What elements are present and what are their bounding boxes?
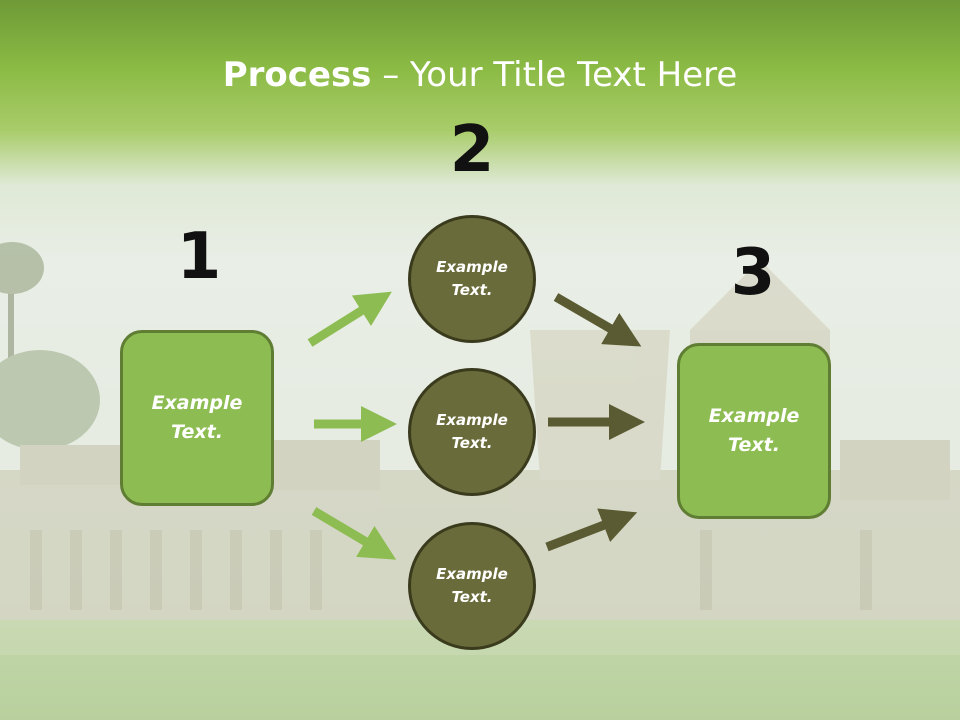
circle-top-label: Example Text.	[436, 258, 508, 299]
circle-bottom-label: Example Text.	[436, 565, 508, 606]
step-number-2: 2	[449, 113, 495, 187]
circle-bottom: Example Text.	[408, 522, 536, 650]
arrow-1-to-circle-top	[307, 291, 392, 347]
circle-middle-label: Example Text.	[436, 411, 508, 452]
step-number-1: 1	[176, 220, 222, 294]
title-rest: – Your Title Text Here	[371, 55, 738, 95]
slide-title: Process – Your Title Text Here	[0, 52, 960, 98]
circle-top: Example Text.	[408, 215, 536, 343]
circle-middle: Example Text.	[408, 368, 536, 496]
arrow-circle-top-to-3	[553, 293, 642, 347]
arrow-circle-bottom-to-3	[545, 508, 638, 552]
title-bold: Process	[222, 55, 372, 95]
step-1-box: Example Text.	[120, 330, 274, 506]
step-number-3: 3	[730, 236, 776, 310]
step-1-label: Example Text.	[151, 392, 243, 443]
arrow-1-to-circle-bottom	[311, 507, 397, 560]
step-3-box: Example Text.	[677, 343, 831, 519]
step-3-label: Example Text.	[708, 405, 800, 456]
